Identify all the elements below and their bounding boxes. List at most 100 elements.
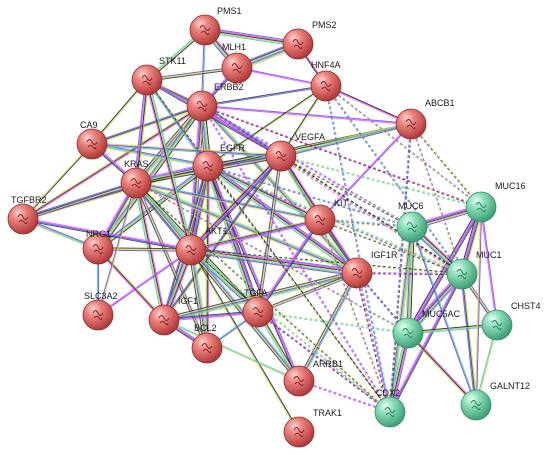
- node-egfr[interactable]: EGFR: [192, 143, 246, 182]
- node-vegfa[interactable]: VEGFA: [265, 132, 325, 172]
- edge-kras-tgfbr2: [23, 184, 137, 222]
- edge-kit-cdx2: [318, 220, 390, 413]
- node-galnt12[interactable]: GALNT12: [460, 381, 530, 421]
- edge-muc6-galnt12: [410, 227, 476, 406]
- edge-kras-stk11: [137, 80, 150, 184]
- node-sphere[interactable]: [396, 211, 428, 243]
- node-nrg1[interactable]: NRG1: [82, 229, 114, 265]
- node-sphere[interactable]: [192, 150, 224, 182]
- node-pms1[interactable]: PMS1: [189, 6, 242, 46]
- edge-egfr-tgfa: [206, 166, 258, 313]
- edge-erbb2-igf1r: [200, 106, 357, 275]
- edge-muc1-galnt12: [462, 273, 478, 405]
- node-sphere[interactable]: [221, 52, 253, 84]
- edge-akt1-igf1r: [190, 251, 357, 276]
- edge-egfr-muc1: [208, 164, 463, 274]
- node-muc16[interactable]: MUC16: [465, 181, 526, 223]
- node-sphere[interactable]: [7, 203, 39, 235]
- edge-vegfa-muc16: [280, 156, 481, 209]
- node-ca9[interactable]: CA9: [76, 120, 108, 160]
- node-sphere[interactable]: [283, 365, 315, 397]
- edge-tgfbr2-ca9: [23, 144, 93, 220]
- node-sphere[interactable]: [395, 108, 427, 140]
- node-abcb1[interactable]: ABCB1: [395, 98, 455, 140]
- node-sphere[interactable]: [175, 234, 207, 266]
- edge-egfr-kit: [207, 166, 320, 221]
- node-muc1[interactable]: MUC1: [446, 250, 502, 290]
- edge-vegfa-ca9: [91, 144, 281, 158]
- node-tgfa[interactable]: TGFA: [242, 288, 274, 328]
- node-trak1[interactable]: TRAK1: [283, 408, 342, 448]
- node-sphere[interactable]: [186, 90, 218, 122]
- node-hnf4a[interactable]: HNF4A: [310, 60, 342, 102]
- node-sphere[interactable]: [191, 332, 223, 364]
- node-cdx2[interactable]: CDX2: [374, 388, 406, 428]
- node-chst4[interactable]: CHST4: [481, 301, 541, 341]
- node-label: MLH1: [222, 42, 246, 52]
- node-kras[interactable]: KRAS: [120, 159, 152, 199]
- edge-egfr-stk11: [145, 80, 208, 167]
- protein-structure-icon: [196, 101, 208, 112]
- node-sphere[interactable]: [304, 204, 336, 236]
- edge-muc16-chst4: [481, 206, 499, 325]
- edge-muc16-galnt12: [476, 206, 483, 406]
- edge-slc3a2-kras: [96, 182, 136, 315]
- node-label: KIT: [334, 198, 349, 208]
- node-sphere[interactable]: [460, 389, 492, 421]
- edge-akt1-tgfbr2: [23, 217, 192, 250]
- node-label: ABCB1: [425, 98, 455, 108]
- edge-vegfa-muc6: [280, 156, 412, 228]
- node-igf1[interactable]: IGF1: [148, 296, 198, 336]
- node-sphere[interactable]: [265, 140, 297, 172]
- node-sphere[interactable]: [392, 317, 424, 349]
- protein-structure-icon: [402, 328, 414, 339]
- node-stk11[interactable]: STK11: [131, 56, 186, 96]
- node-sphere[interactable]: [148, 304, 180, 336]
- protein-structure-icon: [314, 215, 326, 226]
- node-label: CDX2: [376, 388, 400, 398]
- node-akt1[interactable]: AKT1: [175, 226, 228, 266]
- protein-structure-icon: [275, 151, 287, 162]
- edge-akt1-kit: [190, 218, 320, 250]
- node-sphere[interactable]: [282, 28, 314, 60]
- node-sphere[interactable]: [310, 70, 342, 102]
- node-erbb2[interactable]: ERBB2: [186, 82, 244, 122]
- node-sphere[interactable]: [283, 416, 315, 448]
- node-slc3a2[interactable]: SLC3A2: [82, 291, 118, 331]
- node-sphere[interactable]: [374, 396, 406, 428]
- node-sphere[interactable]: [481, 309, 513, 341]
- edge-kras-stk11: [133, 79, 146, 183]
- node-muc6[interactable]: MUC6: [396, 201, 428, 243]
- node-sphere[interactable]: [82, 299, 114, 331]
- edge-vegfa-abcb1: [280, 123, 412, 157]
- node-bcl2[interactable]: BCL2: [191, 323, 223, 364]
- edge-kras-bcl2: [135, 182, 208, 349]
- node-sphere[interactable]: [189, 14, 221, 46]
- node-sphere[interactable]: [242, 296, 274, 328]
- edge-igf1-nrg1: [96, 249, 164, 322]
- edge-kras-tgfbr2: [22, 180, 136, 218]
- edge-pms1-pms2: [204, 29, 299, 45]
- node-sphere[interactable]: [82, 233, 114, 265]
- node-arrb1[interactable]: ARRB1: [283, 359, 343, 397]
- node-sphere[interactable]: [446, 258, 478, 290]
- node-sphere[interactable]: [341, 257, 373, 289]
- edge-akt1-bcl2: [189, 250, 207, 349]
- protein-structure-icon: [456, 269, 468, 280]
- node-kit[interactable]: KIT: [304, 198, 349, 236]
- edge-kras-igf1r: [136, 182, 358, 273]
- edge-kras-igf1: [134, 183, 164, 321]
- node-igf1r[interactable]: IGF1R: [341, 250, 398, 289]
- edge-vegfa-ca9: [91, 143, 282, 157]
- node-sphere[interactable]: [76, 128, 108, 160]
- node-mlh1[interactable]: MLH1: [221, 42, 253, 84]
- node-tgfbr2[interactable]: TGFBR2: [7, 195, 47, 235]
- edge-egfr-nrg1: [96, 164, 208, 249]
- node-sphere[interactable]: [120, 167, 152, 199]
- node-sphere[interactable]: [131, 64, 163, 96]
- node-sphere[interactable]: [465, 191, 497, 223]
- protein-structure-icon: [202, 161, 214, 172]
- node-muc5ac[interactable]: MUC5AC: [392, 309, 461, 349]
- edge-erbb2-muc6: [201, 106, 412, 228]
- node-pms2[interactable]: PMS2: [282, 20, 337, 60]
